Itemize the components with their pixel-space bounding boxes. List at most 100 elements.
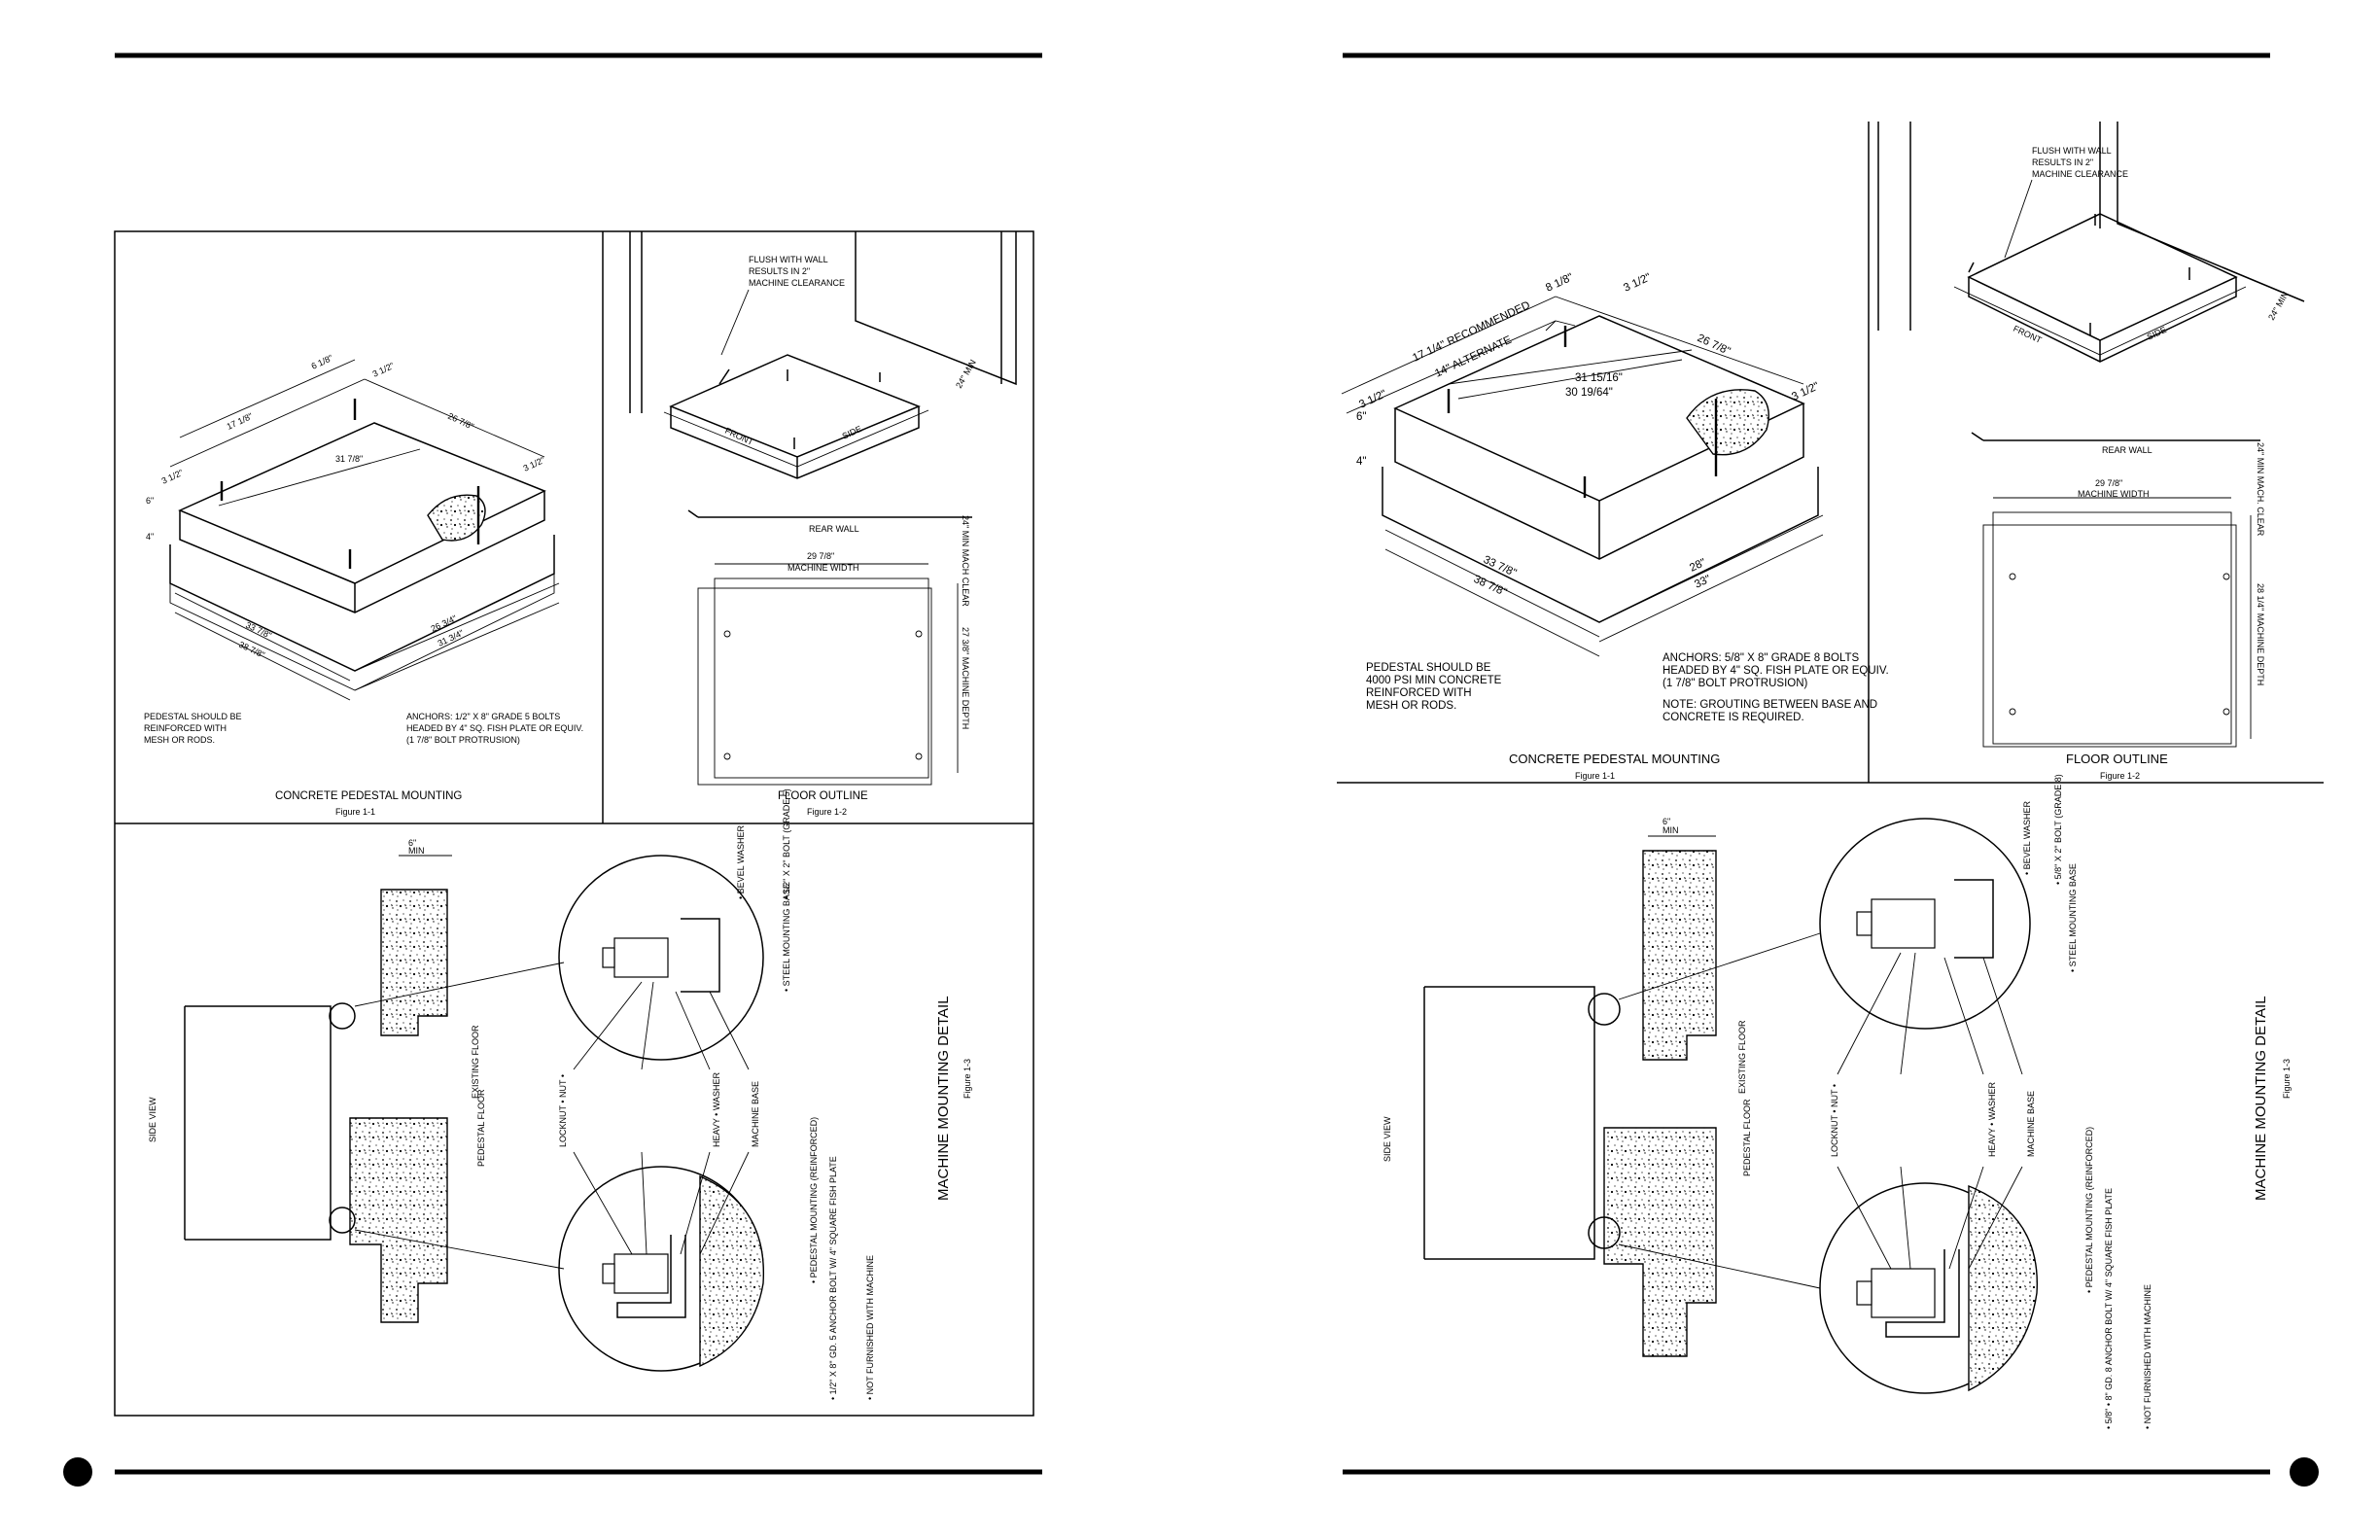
r-dim-3-1-2-b: 3 1/2": [1790, 380, 1821, 402]
l-dim-3-1-2-c: 3 1/2": [160, 468, 185, 486]
l-note-left-2: REINFORCED WITH: [144, 723, 227, 733]
l-side-view: SIDE VIEW: [148, 1097, 158, 1142]
r-existing-floor: EXISTING FLOOR: [1737, 1020, 1747, 1094]
r-fig2-title: FLOOR OUTLINE: [2066, 752, 2168, 766]
l-dim-3-1-2-a: 3 1/2": [371, 361, 396, 379]
r-front: FRONT: [2012, 324, 2044, 345]
l-steel-base: • STEEL MOUNTING BASE: [782, 883, 791, 992]
r-width-label: MACHINE WIDTH: [2078, 489, 2150, 499]
l-width-label: MACHINE WIDTH: [788, 563, 859, 573]
l-upper-detail-circle: [558, 855, 764, 1061]
right-floor-outline-figure: FLUSH WITH WALL RESULTS IN 2" MACHINE CL…: [1877, 122, 2305, 781]
right-mounting-detail-figure: 6" MIN SIDE VIEW EXISTING FLOOR PEDESTAL…: [1382, 774, 2292, 1429]
l-dim-33-7-8: 33 7/8": [244, 620, 273, 641]
r-anchor: • 5/8" • 8" GD. 8 ANCHOR BOLT W/ 4" SQUA…: [2104, 1188, 2114, 1429]
r-depth-label: 28 1/4" MACHINE DEPTH: [2256, 583, 2265, 685]
l-bolt: • 1/2" X 2" BOLT (GRADE 5): [782, 788, 791, 899]
r-not-furnished: • NOT FURNISHED WITH MACHINE: [2143, 1284, 2152, 1429]
r-6in: 6": [1662, 817, 1670, 826]
r-upper-detail-circle: [1819, 818, 2031, 1030]
r-mach-clear: 24" MIN MACH. CLEAR: [2256, 442, 2265, 537]
l-fig1-caption: Figure 1-1: [335, 807, 375, 817]
r-note-left-4: MESH OR RODS.: [1366, 700, 1456, 712]
l-dim-4: 4": [146, 532, 154, 542]
r-fig3-title: MACHINE MOUNTING DETAIL: [2253, 996, 2269, 1201]
r-side: SIDE: [2146, 325, 2168, 342]
r-note-right-3: (1 7/8" BOLT PROTRUSION): [1662, 678, 1808, 689]
r-pedestal-floor: PEDESTAL FLOOR: [1742, 1099, 1752, 1176]
r-steel-base: • STEEL MOUNTING BASE: [2068, 863, 2078, 972]
r-note-right-5: NOTE: GROUTING BETWEEN BASE AND: [1662, 699, 1877, 711]
l-pedestal-floor: PEDESTAL FLOOR: [476, 1089, 486, 1167]
l-locknut: LOCKNUT • NUT •: [558, 1074, 568, 1147]
r-width-dim: 29 7/8": [2095, 478, 2122, 488]
r-side-view: SIDE VIEW: [1382, 1116, 1392, 1162]
r-dim-31-15-16: 31 15/16": [1575, 372, 1623, 384]
r-fig1-caption: Figure 1-1: [1575, 771, 1615, 781]
r-note-right-6: CONCRETE IS REQUIRED.: [1662, 712, 1804, 723]
left-pedestal-figure: 6 1/8" 3 1/2" 17 1/8" 26 7/8" 31 7/8" 3 …: [144, 353, 583, 817]
l-dim-26-7-8: 26 7/8": [446, 411, 475, 432]
l-dim-6: 6": [146, 496, 154, 506]
r-dim-3-1-2-a: 3 1/2": [1622, 271, 1653, 294]
l-fig2-title: FLOOR OUTLINE: [778, 790, 868, 802]
l-depth-label: 27 3/8" MACHINE DEPTH: [961, 627, 970, 729]
r-min: MIN: [1662, 825, 1679, 835]
r-note-right-1: ANCHORS: 5/8" X 8" GRADE 8 BOLTS: [1662, 652, 1860, 664]
r-dim-4: 4": [1356, 456, 1366, 468]
left-floor-outline-figure: FLUSH WITH WALL RESULTS IN 2" MACHINE CL…: [629, 231, 1017, 817]
l-flush-1: FLUSH WITH WALL: [749, 255, 828, 264]
l-note-left-1: PEDESTAL SHOULD BE: [144, 712, 242, 721]
l-heavy-washer: HEAVY • WASHER: [712, 1071, 721, 1147]
r-dim-33-7-8: 33 7/8": [1482, 554, 1519, 579]
r-24-min: 24" MIN: [2266, 290, 2291, 322]
l-fig1-title: CONCRETE PEDESTAL MOUNTING: [275, 790, 462, 802]
l-dim-17-1-8: 17 1/8": [226, 411, 255, 432]
l-6in: 6": [408, 838, 416, 848]
l-note-right-2: HEADED BY 4" SQ. FISH PLATE OR EQUIV.: [406, 723, 583, 733]
r-locknut: LOCKNUT • NUT •: [1830, 1084, 1839, 1157]
r-note-left-1: PEDESTAL SHOULD BE: [1366, 662, 1491, 674]
l-dim-38-7-8: 38 7/8": [237, 640, 266, 660]
l-front: FRONT: [723, 426, 755, 447]
l-note-left-3: MESH OR RODS.: [144, 735, 215, 745]
l-machine-base: MACHINE BASE: [751, 1081, 760, 1147]
r-dim-30-19-64: 30 19/64": [1565, 387, 1613, 399]
l-min: MIN: [408, 846, 425, 856]
r-flush-1: FLUSH WITH WALL: [2032, 146, 2112, 156]
l-fig3-caption: Figure 1-3: [962, 1059, 972, 1099]
right-pedestal-figure: 8 1/8" 3 1/2" 17 1/4" RECOMMENDED 14" AL…: [1341, 271, 1889, 781]
l-fig2-caption: Figure 1-2: [807, 807, 847, 817]
r-dim-26-7-8: 26 7/8": [1696, 332, 1732, 358]
left-page-dot: [63, 1457, 92, 1487]
l-rear-wall: REAR WALL: [809, 524, 859, 534]
r-dim-8-1-8: 8 1/8": [1544, 271, 1575, 294]
left-mounting-detail-figure: 6" MIN SIDE VIEW EXISTING FLOOR PEDESTAL…: [148, 788, 972, 1400]
r-dim-3-1-2-c: 3 1/2": [1357, 388, 1388, 410]
r-bevel-washer: • BEVEL WASHER: [2022, 800, 2032, 875]
l-bevel-washer: • BEVEL WASHER: [736, 824, 746, 899]
right-sheet: 8 1/8" 3 1/2" 17 1/4" RECOMMENDED 14" AL…: [1337, 122, 2324, 1429]
l-dim-3-1-2-b: 3 1/2": [522, 455, 546, 473]
r-flush-3: MACHINE CLEARANCE: [2032, 169, 2128, 179]
l-dim-31-7-8: 31 7/8": [335, 454, 363, 464]
l-side: SIDE: [841, 424, 863, 441]
r-dim-6: 6": [1356, 411, 1366, 423]
r-bolt: • 5/8" X 2" BOLT (GRADE 8): [2053, 774, 2063, 885]
l-flush-2: RESULTS IN 2": [749, 266, 810, 276]
left-sheet: 6 1/8" 3 1/2" 17 1/8" 26 7/8" 31 7/8" 3 …: [114, 230, 1034, 1417]
r-fig2-caption: Figure 1-2: [2100, 771, 2140, 781]
l-24-min: 24" MIN: [954, 358, 978, 390]
r-fig1-title: CONCRETE PEDESTAL MOUNTING: [1509, 752, 1720, 766]
r-note-left-2: 4000 PSI MIN CONCRETE: [1366, 675, 1502, 686]
r-fig3-caption: Figure 1-3: [2282, 1059, 2292, 1099]
right-page-dot: [2290, 1457, 2319, 1487]
l-fig3-title: MACHINE MOUNTING DETAIL: [935, 996, 952, 1201]
l-note-right-1: ANCHORS: 1/2" X 8" GRADE 5 BOLTS: [406, 712, 560, 721]
l-width-dim: 29 7/8": [807, 551, 834, 561]
l-flush-3: MACHINE CLEARANCE: [749, 278, 845, 288]
r-note-left-3: REINFORCED WITH: [1366, 687, 1472, 699]
r-rear-wall: REAR WALL: [2102, 445, 2152, 455]
r-machine-base: MACHINE BASE: [2026, 1091, 2036, 1157]
